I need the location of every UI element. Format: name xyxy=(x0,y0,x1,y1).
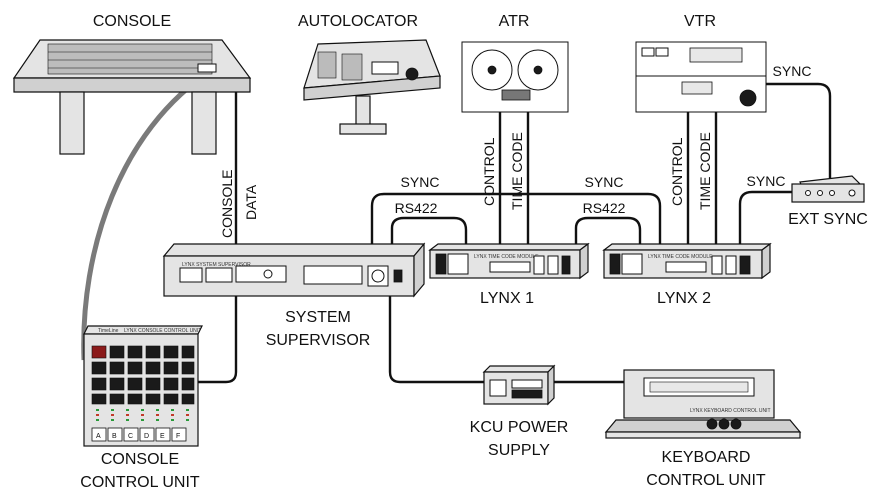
ccu-panel-title: LYNX CONSOLE CONTROL UNIT xyxy=(124,328,201,334)
label-rs422-left: RS422 xyxy=(395,200,438,216)
console-fader-grid xyxy=(47,43,213,75)
label-console: CONSOLE xyxy=(93,13,171,30)
label-sync-left: SYNC xyxy=(401,174,440,190)
system-supervisor: LYNX SYSTEM SUPERVISOR xyxy=(162,242,426,298)
label-supervisor-1: SYSTEM xyxy=(285,309,351,326)
label-sync-mid: SYNC xyxy=(585,174,624,190)
label-console-data-1: CONSOLE xyxy=(219,170,235,238)
kcu-panel-title: LYNX KEYBOARD CONTROL UNIT xyxy=(690,408,771,414)
ccu-function-keys: A B C D E F xyxy=(91,427,187,442)
cable-supervisor-ccu xyxy=(196,292,238,384)
ccu-brand: TimeLine xyxy=(98,328,119,334)
cable-sync-ext xyxy=(738,190,800,244)
label-lynx1: LYNX 1 xyxy=(480,290,534,307)
label-keyboard-2: CONTROL UNIT xyxy=(646,472,766,489)
cable-console-ccu xyxy=(81,67,214,361)
cable-sync-left xyxy=(370,192,662,244)
ccu-key-a: A xyxy=(96,433,101,440)
lynx1-panel-title: LYNX TIME CODE MODULE xyxy=(474,254,539,260)
label-sync-vtr: SYNC xyxy=(773,63,812,79)
label-console-data-2: DATA xyxy=(243,184,259,220)
label-ccu-1: CONSOLE xyxy=(101,451,179,468)
lynx2-panel-title: LYNX TIME CODE MODULE xyxy=(648,254,713,260)
ccu-keypad xyxy=(91,345,195,405)
ccu-key-d: D xyxy=(144,433,149,440)
ccu-key-e: E xyxy=(160,433,165,440)
supervisor-panel-title: LYNX SYSTEM SUPERVISOR xyxy=(182,262,251,268)
label-sync-ext: SYNC xyxy=(747,173,786,189)
ccu-leds xyxy=(96,409,190,421)
console-control-unit: TimeLine LYNX CONSOLE CONTROL UNIT xyxy=(83,325,203,447)
label-ccu-2: CONTROL UNIT xyxy=(80,474,200,491)
ccu-key-f: F xyxy=(176,433,180,440)
label-kcu-power-2: SUPPLY xyxy=(488,442,550,459)
ccu-key-c: C xyxy=(128,433,133,440)
atr xyxy=(461,41,569,113)
lynx1-module: LYNX TIME CODE MODULE xyxy=(428,242,590,280)
label-vtr: VTR xyxy=(684,13,716,30)
cable-supervisor-kcu xyxy=(388,292,484,384)
vtr xyxy=(635,41,767,113)
label-atr: ATR xyxy=(499,13,530,30)
ccu-key-b: B xyxy=(112,433,117,440)
label-lynx2: LYNX 2 xyxy=(657,290,711,307)
device-labels: CONSOLE AUTOLOCATOR ATR VTR EXT SYNC LYN… xyxy=(80,13,868,491)
label-vtr-timecode: TIME CODE xyxy=(697,132,713,210)
label-kcu-power-1: KCU POWER xyxy=(470,419,569,436)
label-rs422-mid: RS422 xyxy=(583,200,626,216)
label-atr-timecode: TIME CODE xyxy=(509,132,525,210)
cable-sync-vtr xyxy=(764,82,832,178)
cable-rs422-left xyxy=(390,216,468,244)
cable-rs422-mid xyxy=(574,216,642,244)
ext-sync xyxy=(791,175,865,203)
lynx2-module: LYNX TIME CODE MODULE xyxy=(602,242,772,280)
keyboard-control-unit: LYNX KEYBOARD CONTROL UNIT xyxy=(604,369,802,439)
kcu-power-supply xyxy=(482,364,556,406)
label-supervisor-2: SUPERVISOR xyxy=(266,332,371,349)
label-autolocator: AUTOLOCATOR xyxy=(298,13,418,30)
autolocator xyxy=(303,39,441,135)
label-atr-control: CONTROL xyxy=(481,137,497,206)
label-keyboard-1: KEYBOARD xyxy=(662,449,751,466)
label-ext-sync: EXT SYNC xyxy=(788,211,868,228)
cable-labels: CONSOLE DATA SYNC RS422 CONTROL TIME COD… xyxy=(219,63,811,238)
console xyxy=(12,39,252,155)
label-vtr-control: CONTROL xyxy=(669,137,685,206)
